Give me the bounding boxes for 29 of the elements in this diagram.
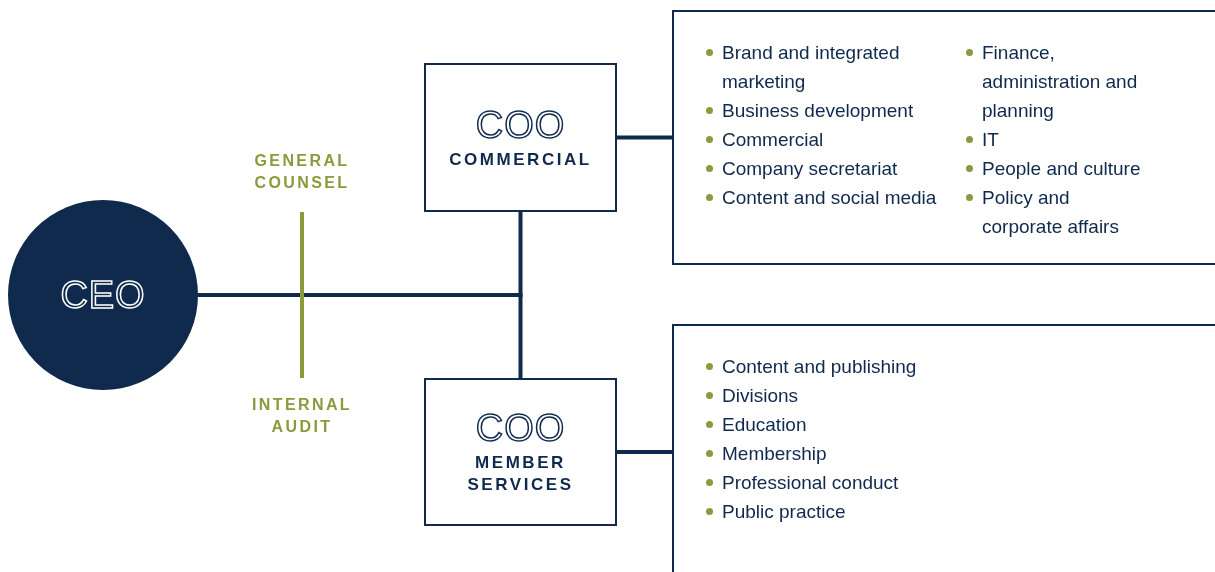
connector-line xyxy=(617,450,672,454)
function-label: INTERNAL AUDIT xyxy=(250,395,354,437)
list-item: Content and publishing xyxy=(722,355,917,379)
connector-line xyxy=(617,135,672,140)
list-item: Education xyxy=(722,413,807,437)
responsibility-panel xyxy=(672,10,1215,265)
list-item: IT xyxy=(982,128,999,152)
list-item: Business development xyxy=(722,99,914,123)
list-item: People and culture xyxy=(982,157,1141,181)
role-subtitle: MEMBER SERVICES xyxy=(466,452,575,496)
list-item: Company secretariat xyxy=(722,157,898,181)
role-box xyxy=(424,63,617,212)
list-item: Membership xyxy=(722,442,827,466)
list-item: Professional conduct xyxy=(722,471,899,495)
connector-line xyxy=(300,212,304,378)
list-item: Divisions xyxy=(722,384,799,408)
role-title: COO xyxy=(475,408,566,448)
role-title: CEO xyxy=(60,272,146,318)
list-item: Finance, administration and planning xyxy=(982,41,1139,123)
responsibility-panel xyxy=(672,324,1215,572)
function-label: GENERAL COUNSEL xyxy=(253,151,351,193)
list-item: Content and social media xyxy=(722,186,937,210)
role-subtitle: COMMERCIAL xyxy=(448,148,593,171)
list-item: Policy and corporate affairs xyxy=(982,186,1120,239)
list-item: Brand and integrated marketing xyxy=(722,41,901,94)
role-box xyxy=(424,378,617,526)
list-item: Commercial xyxy=(722,128,824,152)
list-item: Public practice xyxy=(722,500,846,524)
role-title: COO xyxy=(475,104,566,145)
